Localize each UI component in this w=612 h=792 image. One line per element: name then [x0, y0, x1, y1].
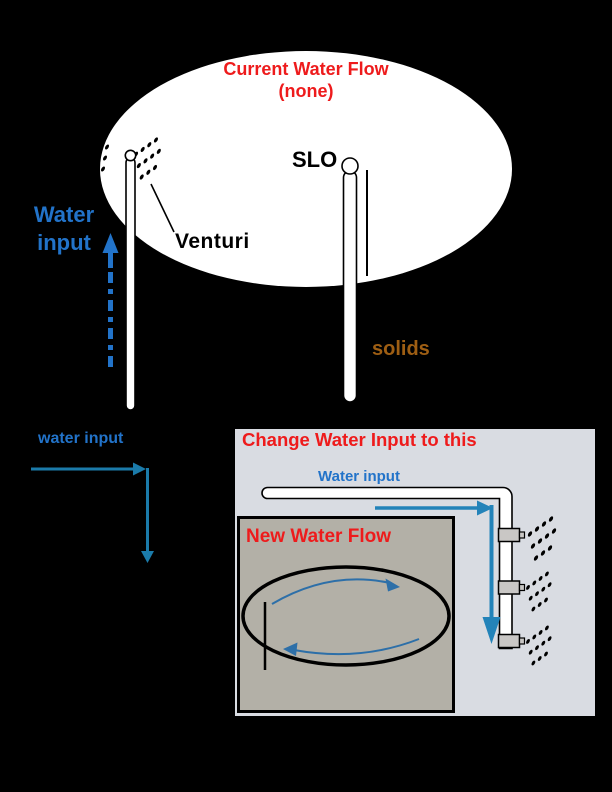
circulation-arrow-top: [271, 578, 391, 605]
circulation-arrow-bottom-head: [283, 642, 298, 656]
venturi-label: Venturi: [175, 230, 250, 253]
venturi-pipe: [125, 157, 136, 411]
water-input-elbow-arrow: [31, 462, 154, 563]
inset-water-input-label: Water input: [318, 468, 400, 485]
water-input-label-small: water input: [38, 430, 124, 447]
tank-top-ellipse: [100, 51, 512, 287]
circulation-arrow-bottom: [293, 638, 420, 656]
venturi-leader-line: [150, 183, 175, 233]
solids-label: solids: [372, 338, 430, 360]
spray-nozzle-1: [497, 527, 526, 543]
circulation-ellipse: [241, 565, 451, 667]
inset-title: Change Water Input to this: [242, 429, 477, 450]
water-input-label-main: Water input: [33, 202, 95, 255]
slo-pipe: [342, 170, 358, 403]
inner-box-title: New Water Flow: [246, 526, 391, 547]
venturi-pipe-inlet-circle: [124, 149, 137, 162]
current-water-flow-title: Current Water Flow (none): [223, 59, 389, 101]
slo-label: SLO: [292, 147, 338, 172]
water-input-arrow-dashed: [102, 233, 119, 372]
slo-pipe-inlet-circle: [341, 157, 359, 175]
circulation-arrow-top-head: [385, 578, 400, 592]
spray-nozzle-3: [497, 633, 526, 649]
inset-supply-pipe: [261, 486, 513, 650]
spray-nozzle-2: [497, 580, 526, 595]
inset-flow-arrow: [375, 500, 501, 644]
inner-box: [237, 516, 455, 713]
